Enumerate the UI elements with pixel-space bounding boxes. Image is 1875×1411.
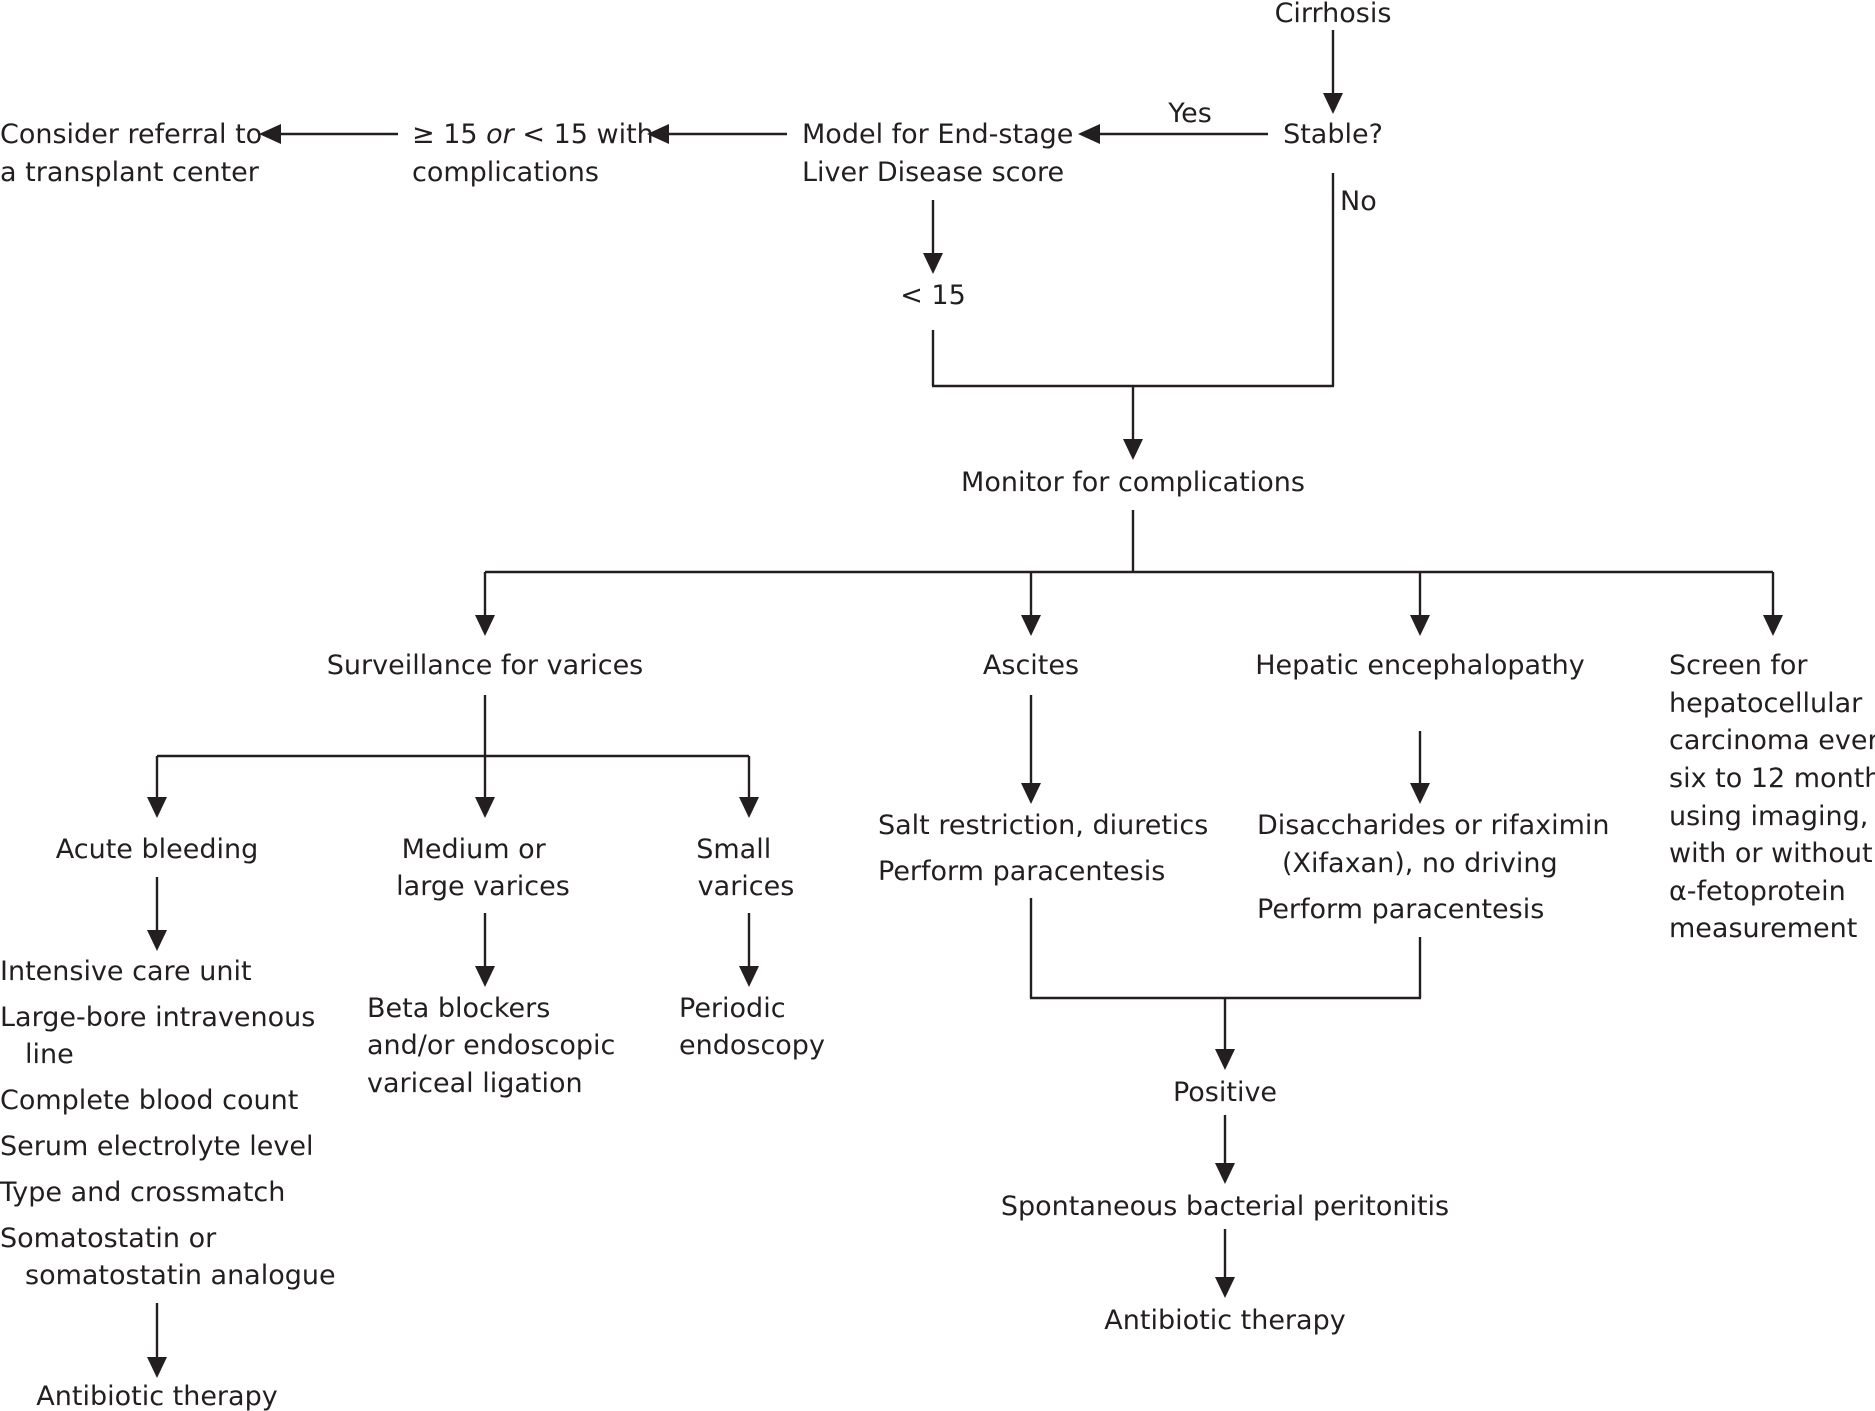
arrowhead-down-icon [1021,615,1041,636]
node-antibiotic-sbp: Antibiotic therapy [1104,1305,1345,1336]
node-encephalopathy: Hepatic encephalopathy [1255,650,1584,681]
arrowhead-down-icon [923,253,943,274]
arrowhead-down-icon [147,1357,167,1378]
node-bleeding-steps: Intensive care unit Large-bore intraveno… [0,956,336,1291]
arrowhead-down-icon [475,615,495,636]
node-stable: Stable? [1283,119,1383,150]
node-referral: Consider referral to a transplant center [0,119,271,188]
arrowhead-down-icon [1763,615,1783,636]
arrowhead-down-icon [1215,1049,1235,1070]
node-sbp: Spontaneous bacterial peritonitis [1001,1191,1449,1222]
node-positive: Positive [1173,1077,1277,1108]
arrowhead-down-icon [147,930,167,951]
arrowhead-down-icon [147,797,167,818]
node-cirrhosis: Cirrhosis [1275,0,1392,29]
arrowhead-left-icon [647,124,669,144]
arrowhead-down-icon [1021,783,1041,804]
arrowhead-down-icon [739,966,759,987]
node-acute-bleeding: Acute bleeding [56,834,259,865]
node-antibiotic-bleeding: Antibiotic therapy [36,1381,277,1411]
node-varices: Surveillance for varices [327,650,644,681]
node-ascites-steps: Salt restriction, diuretics Perform para… [878,810,1217,887]
node-monitor: Monitor for complications [961,467,1305,498]
node-hcc-screen: Screen for hepatocellular carcinoma ever… [1669,650,1875,944]
node-ascites: Ascites [983,650,1079,681]
node-periodic-endoscopy: Periodic endoscopy [679,993,825,1061]
node-meld-high: ≥ 15 or < 15 with complications [412,119,662,188]
label-no: No [1340,186,1377,217]
label-yes: Yes [1167,98,1212,129]
arrowhead-down-icon [1410,615,1430,636]
arrowhead-down-icon [1215,1163,1235,1184]
node-meld: Model for End-stage Liver Disease score [802,119,1082,188]
arrowhead-down-icon [1410,783,1430,804]
arrowhead-down-icon [1323,93,1343,114]
arrowhead-down-icon [1215,1277,1235,1298]
arrowhead-down-icon [475,966,495,987]
node-small-varices: Small varices [696,834,794,902]
node-medium-large-varices: Medium or large varices [396,834,570,902]
arrowhead-down-icon [1123,439,1143,460]
node-enceph-steps: Disaccharides or rifaximin (Xifaxan), no… [1257,810,1618,925]
arrowhead-down-icon [739,797,759,818]
arrowhead-left-icon [1078,124,1100,144]
connectors [147,30,1783,1378]
node-meld-low: < 15 [900,280,966,311]
node-beta-blockers: Beta blockers and/or endoscopic variceal… [367,993,624,1099]
arrowhead-left-icon [259,124,281,144]
arrowhead-down-icon [475,797,495,818]
